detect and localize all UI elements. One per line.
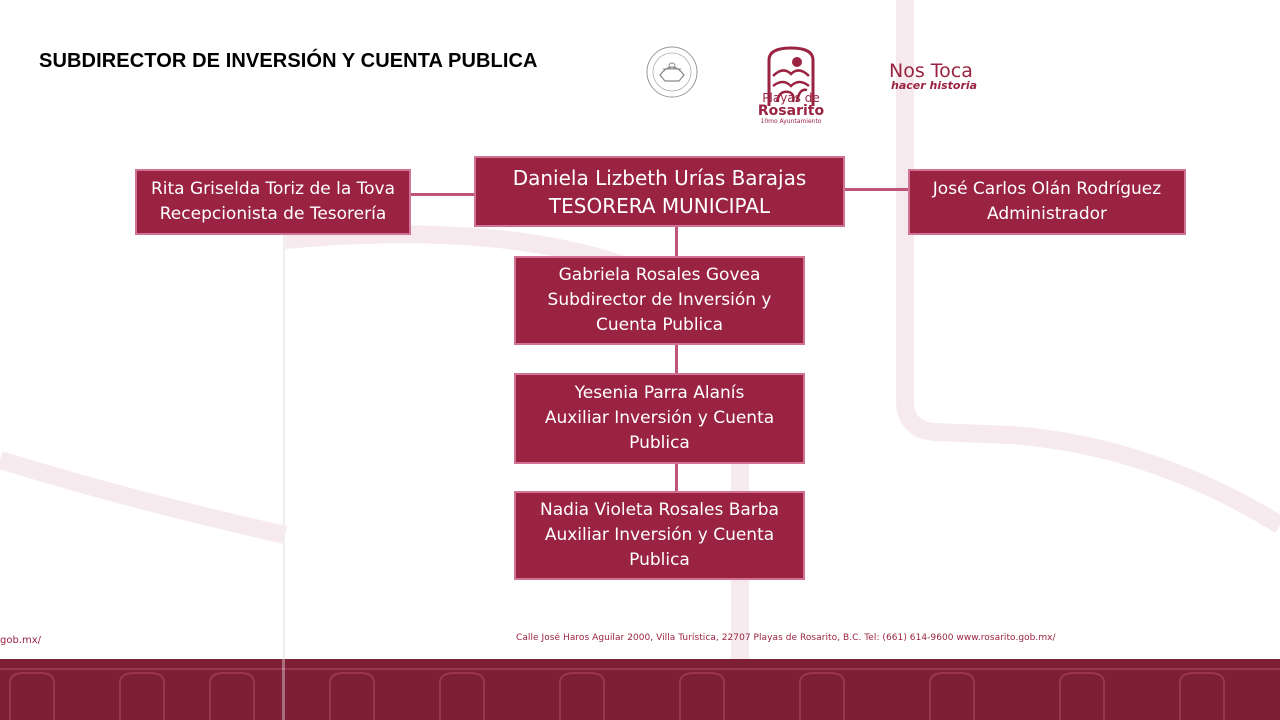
org-node-auxiliar-1: Yesenia Parra Alanís Auxiliar Inversión … [514, 373, 805, 464]
slogan-line2: hacer historia [891, 79, 978, 92]
org-node-auxiliar-2: Nadia Violeta Rosales Barba Auxiliar Inv… [514, 491, 805, 580]
org-node-role: Recepcionista de Tesorería [159, 204, 387, 224]
org-node-role: Auxiliar Inversión y Cuenta [544, 408, 775, 428]
org-node-name: Daniela Lizbeth Urías Barajas [512, 165, 807, 190]
connector-level3-to-level4 [675, 462, 678, 493]
playas-logo-line1: Playas de [762, 91, 820, 105]
org-node-subdirector: Gabriela Rosales Govea Subdirector de In… [514, 256, 805, 345]
playas-de-rosarito-logo-icon [767, 46, 815, 106]
playas-logo-line2: Rosarito [757, 103, 825, 119]
org-node-name: Yesenia Parra Alanís [574, 383, 745, 403]
org-node-role: TESORERA MUNICIPAL [548, 193, 771, 218]
connector-right [843, 188, 910, 191]
connector-left [409, 193, 476, 196]
org-node-name: Rita Griselda Toriz de la Tova [150, 179, 396, 199]
org-node-name: Nadia Violeta Rosales Barba [540, 500, 779, 520]
page-title: SUBDIRECTOR DE INVERSIÓN Y CUENTA PUBLIC… [39, 50, 538, 72]
org-node-name: José Carlos Olán Rodríguez [932, 179, 1162, 199]
org-node-tesorera: Daniela Lizbeth Urías Barajas TESORERA M… [474, 156, 845, 227]
connector-level2-to-level3 [675, 342, 678, 375]
org-node-recepcionista: Rita Griselda Toriz de la Tova Recepcion… [135, 169, 411, 235]
org-node-name: Gabriela Rosales Govea [558, 265, 761, 285]
org-node-role: Cuenta Publica [595, 315, 724, 335]
org-node-administrador: José Carlos Olán Rodríguez Administrador [908, 169, 1186, 235]
municipal-seal-icon [646, 46, 698, 98]
org-node-role: Auxiliar Inversión y Cuenta [544, 525, 775, 545]
connector-top-to-level2 [675, 225, 678, 258]
org-node-role: Publica [629, 433, 690, 453]
footer-url-fragment: gob.mx/ [0, 635, 42, 646]
org-node-role: Administrador [986, 204, 1107, 224]
footer-decorative-band [0, 659, 1280, 720]
org-node-role: Subdirector de Inversión y [547, 290, 772, 310]
playas-logo-line3: 10mo Ayuntamiento [760, 118, 822, 125]
org-node-role: Publica [629, 550, 690, 570]
footer-address: Calle José Haros Aguilar 2000, Villa Tur… [516, 633, 1056, 643]
slogan-line1: Nos Toca [889, 60, 973, 82]
